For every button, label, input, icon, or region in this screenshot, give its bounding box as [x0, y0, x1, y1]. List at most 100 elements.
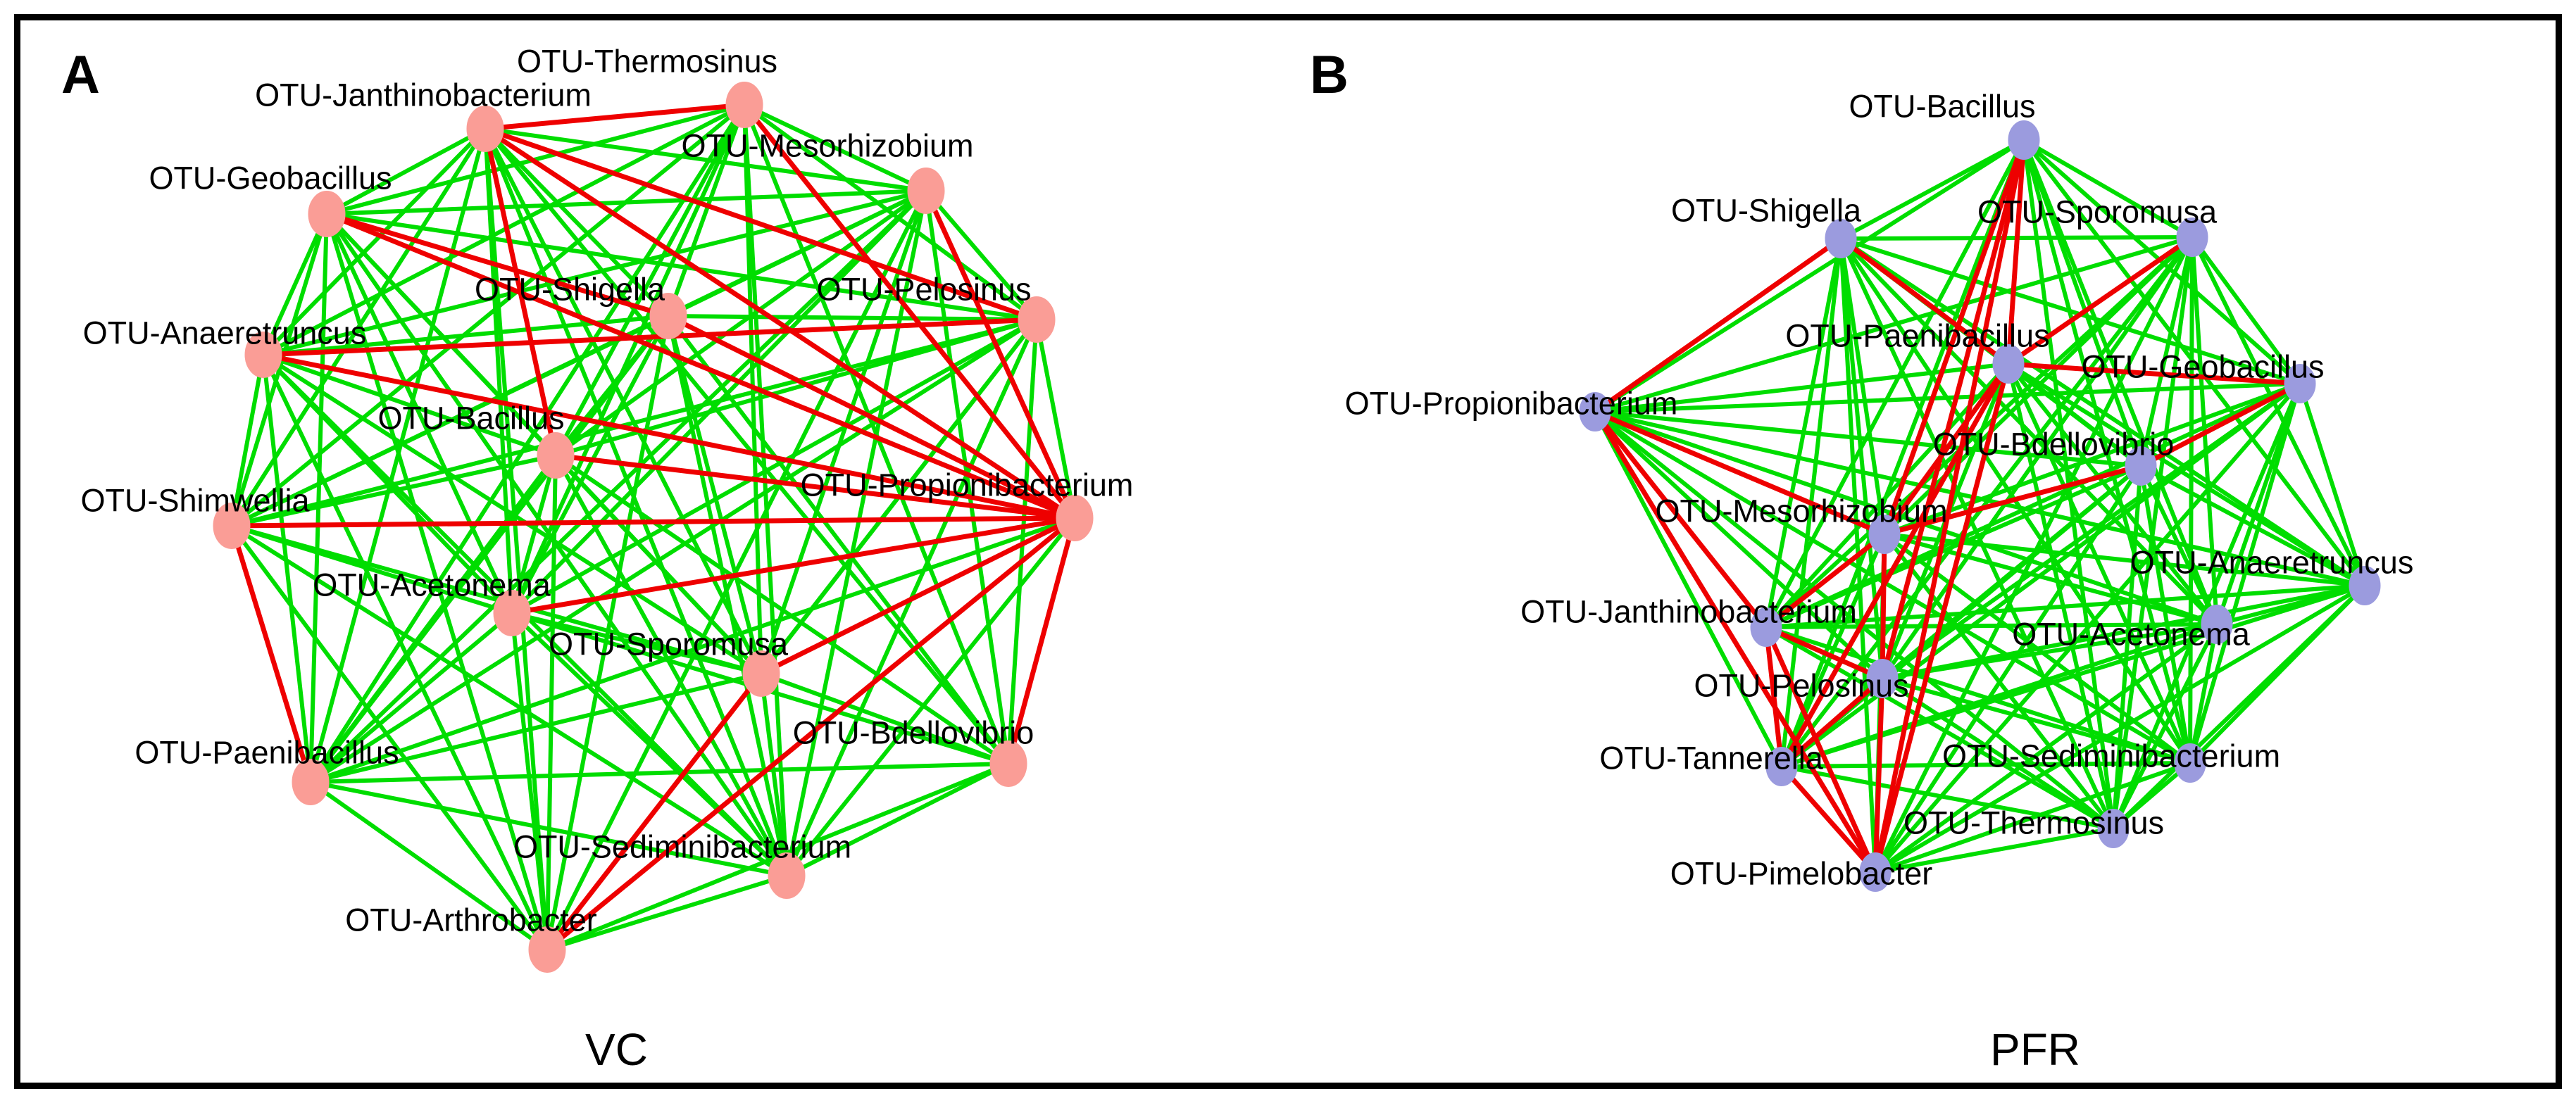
- edge-positive: [2139, 464, 2367, 588]
- network-node[interactable]: [493, 590, 531, 636]
- network-node[interactable]: [308, 191, 346, 237]
- network-node[interactable]: [1992, 344, 2025, 384]
- edge-negative: [2006, 234, 2195, 367]
- network-node[interactable]: [1765, 747, 1798, 786]
- edge-positive: [759, 672, 1011, 766]
- edge-positive: [261, 353, 313, 784]
- edge-positive: [510, 453, 558, 615]
- edge-negative: [1882, 463, 2144, 537]
- edge-positive: [230, 453, 558, 528]
- edge-positive: [308, 189, 928, 784]
- edge-positive: [784, 762, 1011, 878]
- edge-positive: [742, 103, 928, 193]
- network-node[interactable]: [2125, 446, 2157, 486]
- network-node[interactable]: [725, 82, 763, 128]
- network-graph-a: [213, 82, 1094, 973]
- edge-negative: [544, 671, 764, 952]
- edge-positive: [1593, 410, 2192, 765]
- edge-layer: [230, 103, 1077, 952]
- network-node[interactable]: [2176, 218, 2208, 257]
- edge-positive: [1764, 625, 2192, 765]
- edge-layer: [1593, 138, 2367, 874]
- edge-positive: [325, 127, 487, 216]
- edge-negative: [1779, 764, 1878, 875]
- edge-negative: [1592, 409, 1878, 875]
- edge-positive: [1034, 317, 1077, 520]
- edge-negative: [2006, 137, 2027, 367]
- node-layer: [213, 82, 1094, 973]
- edge-positive: [1593, 382, 2302, 414]
- edge-negative: [2006, 361, 2303, 386]
- network-node[interactable]: [768, 852, 806, 899]
- edge-positive: [1764, 382, 2302, 629]
- network-node[interactable]: [2201, 605, 2233, 644]
- network-node[interactable]: [466, 106, 504, 152]
- edge-positive: [2111, 464, 2143, 831]
- edge-negative: [758, 515, 1077, 676]
- edge-positive: [1593, 410, 2219, 626]
- network-node[interactable]: [1750, 607, 1782, 647]
- network-node[interactable]: [1868, 515, 1901, 554]
- edge-negative: [1872, 361, 2011, 875]
- network-node[interactable]: [244, 332, 282, 378]
- network-node[interactable]: [907, 168, 945, 214]
- edge-positive: [308, 672, 763, 784]
- edge-positive: [1593, 138, 2026, 414]
- edge-positive: [554, 103, 746, 458]
- edge-positive: [1780, 138, 2026, 769]
- network-node[interactable]: [649, 293, 687, 339]
- network-node[interactable]: [1825, 219, 1857, 258]
- edge-positive: [545, 453, 558, 952]
- network-node[interactable]: [213, 503, 251, 549]
- network-node[interactable]: [989, 740, 1027, 787]
- edge-positive: [308, 212, 329, 784]
- edge-positive: [2111, 584, 2367, 831]
- edge-positive: [545, 874, 789, 952]
- edge-positive: [230, 524, 789, 878]
- network-node[interactable]: [1579, 392, 1611, 431]
- edge-positive: [230, 524, 549, 952]
- edge-positive: [261, 127, 487, 357]
- edge-positive: [230, 317, 1039, 528]
- network-node[interactable]: [292, 759, 330, 805]
- edge-negative: [482, 102, 747, 132]
- edge-positive: [1593, 410, 1784, 769]
- negative-edge-layer: [1592, 137, 2303, 875]
- edge-negative: [324, 211, 1077, 521]
- network-node[interactable]: [2097, 809, 2130, 848]
- edge-negative: [544, 515, 1077, 952]
- network-node[interactable]: [1018, 296, 1056, 343]
- edge-positive: [1764, 622, 2219, 629]
- network-node[interactable]: [528, 926, 566, 973]
- edge-positive: [261, 103, 746, 357]
- edge-negative: [1880, 531, 1887, 681]
- network-node[interactable]: [2174, 743, 2206, 783]
- edge-positive: [2006, 362, 2367, 588]
- network-node[interactable]: [2008, 120, 2040, 160]
- network-node[interactable]: [1866, 659, 1899, 698]
- edge-positive: [666, 103, 746, 318]
- network-node[interactable]: [742, 650, 780, 697]
- edge-negative: [482, 126, 1077, 521]
- edge-positive: [2006, 362, 2115, 831]
- edge-negative: [1872, 137, 2027, 875]
- edge-positive: [2190, 235, 2302, 386]
- network-node[interactable]: [537, 432, 575, 479]
- edge-positive: [1764, 138, 2026, 629]
- network-node[interactable]: [2284, 364, 2316, 403]
- edge-positive: [1882, 382, 2302, 536]
- edge-positive: [759, 672, 789, 878]
- edge-negative: [324, 211, 671, 319]
- edge-positive: [1839, 138, 2026, 241]
- edge-positive: [510, 317, 1039, 615]
- network-node[interactable]: [1056, 495, 1094, 541]
- edge-negative: [923, 188, 1077, 521]
- edge-negative: [1882, 361, 2011, 537]
- edge-positive: [230, 353, 265, 528]
- network-node[interactable]: [1859, 852, 1892, 892]
- edge-negative: [261, 317, 1039, 358]
- edge-positive: [510, 611, 789, 878]
- edge-positive: [308, 762, 1011, 784]
- edge-positive: [1873, 382, 2302, 874]
- network-node[interactable]: [2349, 566, 2381, 605]
